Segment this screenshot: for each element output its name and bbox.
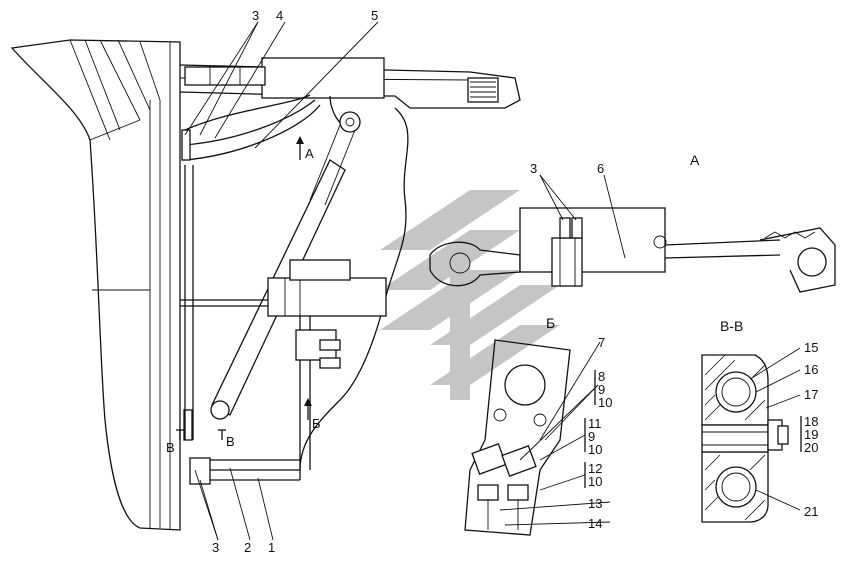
- section-callout-17: 17: [804, 387, 818, 402]
- callout-2: 2: [244, 540, 251, 555]
- main-view: А Б В В 3 4 5 3 2 1: [10, 8, 521, 555]
- section-callout-20: 20: [804, 440, 818, 455]
- callout-3-top: 3: [252, 8, 259, 23]
- section-lower-block: [701, 451, 769, 523]
- callout-1: 1: [268, 540, 275, 555]
- view-b-callout-8: 8: [598, 369, 605, 384]
- callout-5: 5: [371, 8, 378, 23]
- view-a: А 3 6: [429, 152, 836, 293]
- view-b-title: Б: [546, 315, 555, 331]
- section-callout-21: 21: [804, 504, 818, 519]
- section-callout-16: 16: [804, 362, 818, 377]
- view-a-cylinder-body: [519, 207, 666, 273]
- callout-4: 4: [276, 8, 283, 23]
- view-b-callout-10c: 10: [588, 474, 602, 489]
- section-arrow-a: А: [296, 136, 314, 161]
- view-a-callout-6: 6: [597, 161, 604, 176]
- section-arrow-v-right: В: [218, 429, 235, 449]
- view-b-callout-12: 12: [588, 461, 602, 476]
- view-b: Б 7 8 9 10 11 9 10 12 10 13 14: [464, 315, 612, 536]
- view-b-callout-7: 7: [598, 335, 605, 350]
- section-callout-15: 15: [804, 340, 818, 355]
- section-arrow-v-right-label: В: [226, 434, 235, 449]
- section-hatching: [704, 354, 766, 521]
- view-b-callout-9a: 9: [598, 382, 605, 397]
- view-b-callout-9b: 9: [588, 429, 595, 444]
- section-arrow-b: Б: [304, 398, 321, 431]
- section-arrow-a-label: А: [305, 146, 314, 161]
- view-a-callout-3: 3: [530, 161, 537, 176]
- section-v-v-title: В-В: [720, 318, 743, 334]
- view-a-title: А: [690, 152, 700, 168]
- section-callout-19: 19: [804, 427, 818, 442]
- section-arrow-v-left: В: [166, 429, 184, 455]
- view-b-callout-13: 13: [588, 496, 602, 511]
- view-b-callout-11: 11: [588, 416, 602, 431]
- section-callout-18: 18: [804, 414, 818, 429]
- view-b-callout-14: 14: [588, 516, 602, 531]
- view-b-callout-10b: 10: [588, 442, 602, 457]
- frame-outline: [10, 39, 181, 531]
- view-b-callout-10a: 10: [598, 395, 612, 410]
- section-v-v: В-В 15 16 17: [701, 318, 818, 523]
- middle-cylinder: [267, 277, 387, 317]
- callout-3-bottom: 3: [212, 540, 219, 555]
- section-arrow-b-label: Б: [312, 416, 321, 431]
- section-arrow-v-left-label: В: [166, 440, 175, 455]
- hose-upper: [184, 94, 311, 131]
